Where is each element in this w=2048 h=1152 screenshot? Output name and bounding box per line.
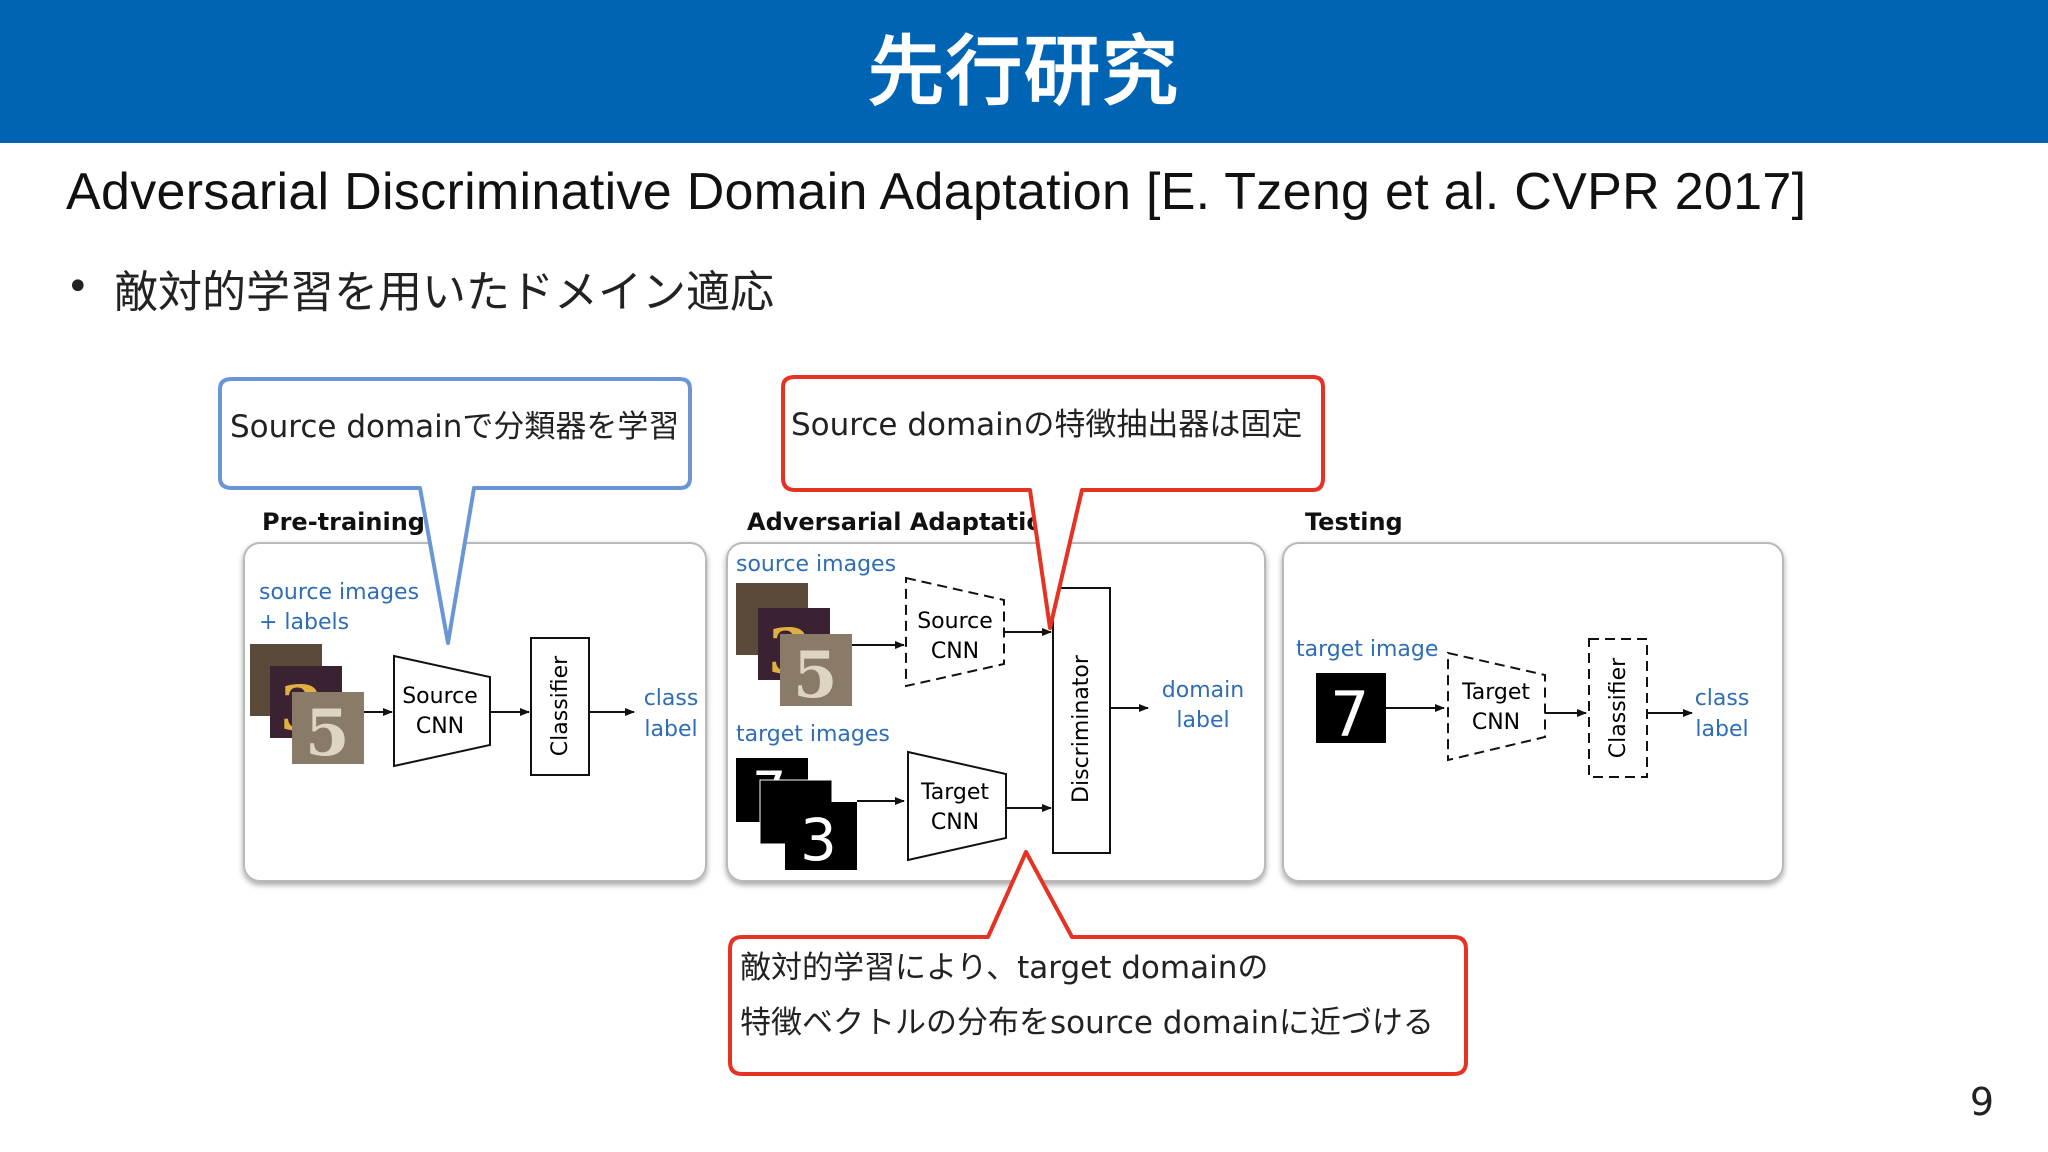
- adversarial-source-cnn-label-2: CNN: [931, 639, 979, 664]
- adversarial-panel: [726, 542, 1266, 882]
- pretraining-callout: [218, 377, 692, 645]
- adversarial-target-images-label: target images: [736, 722, 890, 747]
- bullet-marker: •: [66, 264, 90, 310]
- testing-output-label-1: class: [1695, 686, 1750, 711]
- adversarial-source-image-stack: 3 5: [736, 583, 852, 713]
- pretraining-output-label-2: label: [644, 717, 697, 742]
- source-image-stack: 3 5: [250, 644, 364, 771]
- testing-target-cnn-label-1: Target: [1461, 680, 1530, 705]
- adversarial-target-cnn: [907, 750, 1007, 862]
- testing-target-image: [1316, 673, 1386, 743]
- target-image-stack: 7 3: [736, 758, 857, 874]
- discriminator-label: Discriminator: [1069, 654, 1094, 803]
- pretraining-source-cnn-label-2: CNN: [416, 714, 464, 739]
- adversarial-callout-text-1: 敵対的学習により、target domainの: [740, 950, 1268, 986]
- adversarial-heading: Adversarial Adaptation: [747, 508, 1060, 536]
- testing-heading: Testing: [1305, 508, 1403, 536]
- pretraining-heading: Pre-training: [262, 508, 425, 536]
- fixed-extractor-callout-text: Source domainの特徴抽出器は固定: [791, 407, 1302, 443]
- adversarial-source-cnn-label-1: Source: [917, 609, 993, 634]
- adversarial-output-label-1: domain: [1162, 678, 1244, 703]
- target-digit-front: 3: [800, 806, 837, 874]
- source-digit-front: 5: [305, 696, 350, 771]
- testing-classifier: [1588, 638, 1648, 778]
- pretraining-source-cnn-label-1: Source: [402, 684, 478, 709]
- fixed-extractor-callout: [781, 375, 1325, 630]
- pretraining-input-label: source images: [259, 580, 419, 605]
- pretraining-input-label-2: + labels: [259, 610, 349, 635]
- pretraining-output-label-1: class: [644, 686, 699, 711]
- testing-target-cnn-label-2: CNN: [1472, 710, 1520, 735]
- testing-classifier-label: Classifier: [1606, 657, 1631, 758]
- adversarial-source-cnn: [905, 576, 1005, 688]
- paper-citation: Adversarial Discriminative Domain Adapta…: [66, 163, 1807, 221]
- testing-target-cnn: [1447, 651, 1546, 762]
- pretraining-classifier-label: Classifier: [548, 655, 573, 756]
- testing-input-label: target image: [1296, 637, 1438, 662]
- pretraining-source-cnn: [393, 654, 491, 768]
- adversarial-callout: [728, 850, 1468, 1076]
- adversarial-source-images-label: source images: [736, 552, 896, 577]
- adversarial-target-cnn-label-2: CNN: [931, 810, 979, 835]
- adversarial-callout-text-2: 特徴ベクトルの分布をsource domainに近づける: [740, 1005, 1434, 1041]
- title-bar: [0, 0, 2048, 143]
- adversarial-target-cnn-label-1: Target: [920, 780, 989, 805]
- pretraining-callout-text: Source domainで分類器を学習: [230, 409, 679, 445]
- testing-output-label-2: label: [1695, 717, 1748, 742]
- discriminator-box: [1052, 587, 1111, 854]
- bullet-text: 敵対的学習を用いたドメイン適応: [114, 267, 774, 318]
- adv-source-digit-front: 5: [793, 638, 838, 713]
- pretraining-classifier: [530, 637, 590, 776]
- testing-digit: 7: [1330, 678, 1369, 751]
- adversarial-output-label-2: label: [1176, 708, 1229, 733]
- slide-title: 先行研究: [868, 27, 1180, 116]
- page-number: 9: [1969, 1080, 1994, 1124]
